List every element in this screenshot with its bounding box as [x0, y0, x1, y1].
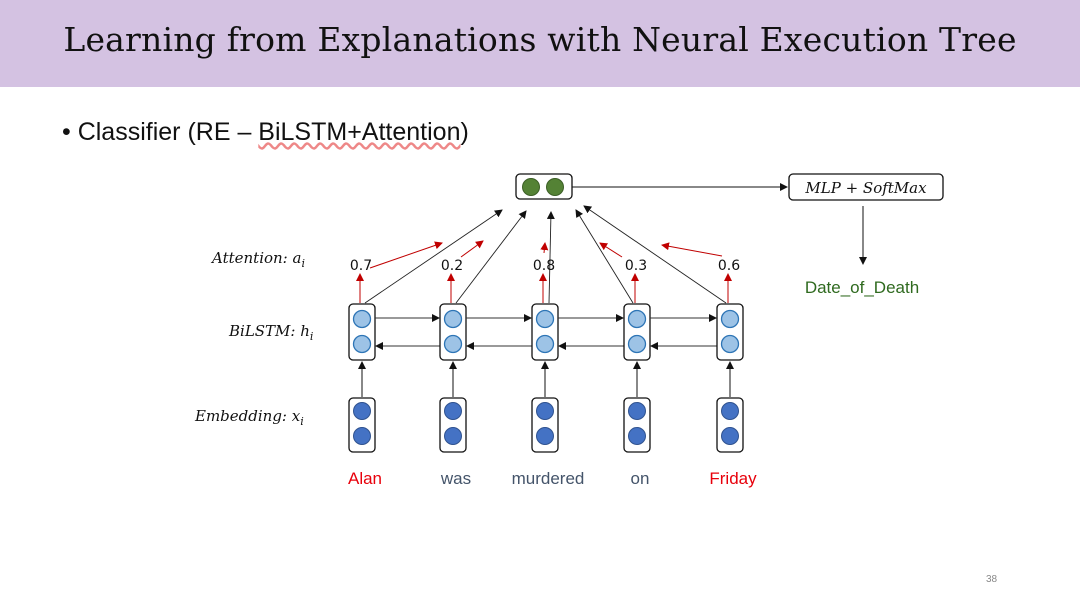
label-attention: Attention: ai: [210, 249, 305, 270]
bilstm-node: [352, 334, 372, 354]
bilstm-node: [720, 309, 740, 329]
arrow-to-context: [364, 209, 503, 304]
label-embedding: Embedding: xi: [194, 407, 304, 428]
slide-title: Learning from Explanations with Neural E…: [63, 20, 1017, 59]
arrow-to-context: [583, 205, 727, 304]
arrow-to-context: [575, 209, 634, 304]
embedding-node: [721, 402, 739, 420]
token-column: 0.3 on: [575, 209, 717, 488]
output-label: Date_of_Death: [805, 278, 919, 297]
bilstm-node: [535, 334, 555, 354]
attention-weight-arrow: [599, 242, 623, 258]
context-node: [546, 178, 564, 196]
bullet-prefix: • Classifier (RE –: [62, 118, 259, 146]
bilstm-node: [627, 309, 647, 329]
title-bar: [0, 0, 1080, 87]
page-number: 38: [986, 574, 998, 585]
token-word: murdered: [512, 469, 585, 488]
token-word: was: [440, 469, 471, 488]
bullet-underlined: BiLSTM+Attention: [258, 118, 461, 146]
context-node: [522, 178, 540, 196]
attention-weight: 0.6: [718, 258, 740, 274]
embedding-node: [353, 402, 371, 420]
embedding-node: [628, 402, 646, 420]
attention-weight-arrow: [460, 240, 484, 258]
embedding-node: [628, 427, 646, 445]
token-word: Friday: [709, 469, 757, 488]
embedding-node: [444, 402, 462, 420]
arrow-to-context: [455, 210, 527, 304]
attention-weight: 0.8: [533, 258, 555, 274]
bilstm-node: [535, 309, 555, 329]
bilstm-node: [443, 309, 463, 329]
token-column: 0.2 was: [439, 210, 532, 488]
embedding-node: [444, 427, 462, 445]
attention-weight: 0.7: [350, 258, 372, 274]
token-column: 0.8 murdered: [512, 211, 624, 488]
label-bilstm: BiLSTM: hi: [228, 322, 313, 343]
token-word: on: [631, 469, 650, 488]
embedding-node: [353, 427, 371, 445]
bilstm-node: [627, 334, 647, 354]
attention-weight-arrow: [369, 241, 443, 269]
bullet-classifier: • Classifier (RE – BiLSTM+Attention): [62, 118, 469, 147]
bilstm-node: [443, 334, 463, 354]
attention-weight-arrow: [540, 242, 549, 254]
embedding-node: [536, 402, 554, 420]
mlp-softmax-box: MLP + SoftMax: [788, 173, 944, 201]
bilstm-node: [720, 334, 740, 354]
mlp-label: MLP + SoftMax: [804, 179, 927, 197]
attention-weight: 0.3: [625, 258, 647, 274]
attention-weight: 0.2: [441, 258, 463, 274]
token-word: Alan: [348, 469, 382, 488]
embedding-node: [536, 427, 554, 445]
bullet-suffix: ): [460, 118, 469, 146]
context-vector: [515, 173, 573, 200]
arrow-to-context: [546, 211, 555, 304]
attention-weight-arrow: [661, 242, 723, 257]
embedding-node: [721, 427, 739, 445]
bilstm-node: [352, 309, 372, 329]
